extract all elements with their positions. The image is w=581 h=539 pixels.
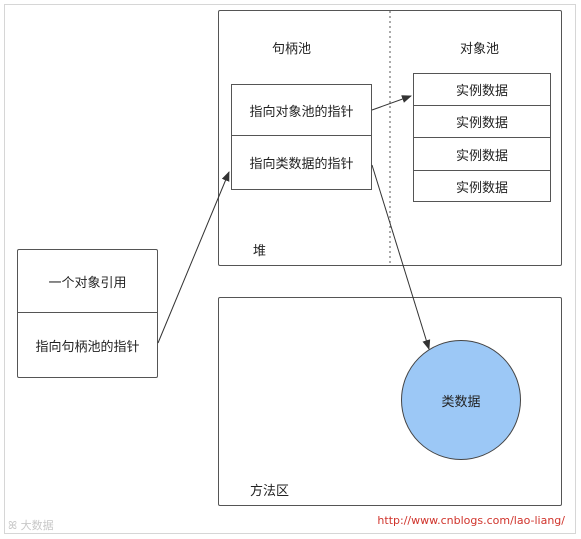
- heap-label: 堆: [253, 244, 267, 259]
- watermark: ꕤ 大数据: [8, 517, 54, 533]
- object-pool-cell: 实例数据: [413, 73, 551, 106]
- handle-pool-cell-class-pointer: 指向类数据的指针: [231, 135, 372, 190]
- object-pool-cell: 实例数据: [413, 137, 551, 171]
- watermark-logo-icon: ꕤ: [8, 519, 21, 532]
- class-data-label: 类数据: [441, 394, 481, 410]
- reference-cell-object-ref: 一个对象引用: [17, 249, 158, 313]
- diagram-frame: [4, 4, 576, 534]
- watermark-text: 大数据: [20, 519, 54, 532]
- class-data-circle: 类数据: [401, 340, 521, 460]
- object-pool-title: 对象池: [460, 42, 500, 57]
- source-url: http://www.cnblogs.com/lao-liang/: [377, 514, 565, 527]
- handle-pool-title: 句柄池: [272, 42, 312, 57]
- object-pool-cell: 实例数据: [413, 170, 551, 202]
- handle-pool-cell-object-pointer: 指向对象池的指针: [231, 84, 372, 136]
- method-area-label: 方法区: [250, 484, 290, 499]
- reference-cell-handle-pointer: 指向句柄池的指针: [17, 312, 158, 378]
- object-pool-cell: 实例数据: [413, 105, 551, 138]
